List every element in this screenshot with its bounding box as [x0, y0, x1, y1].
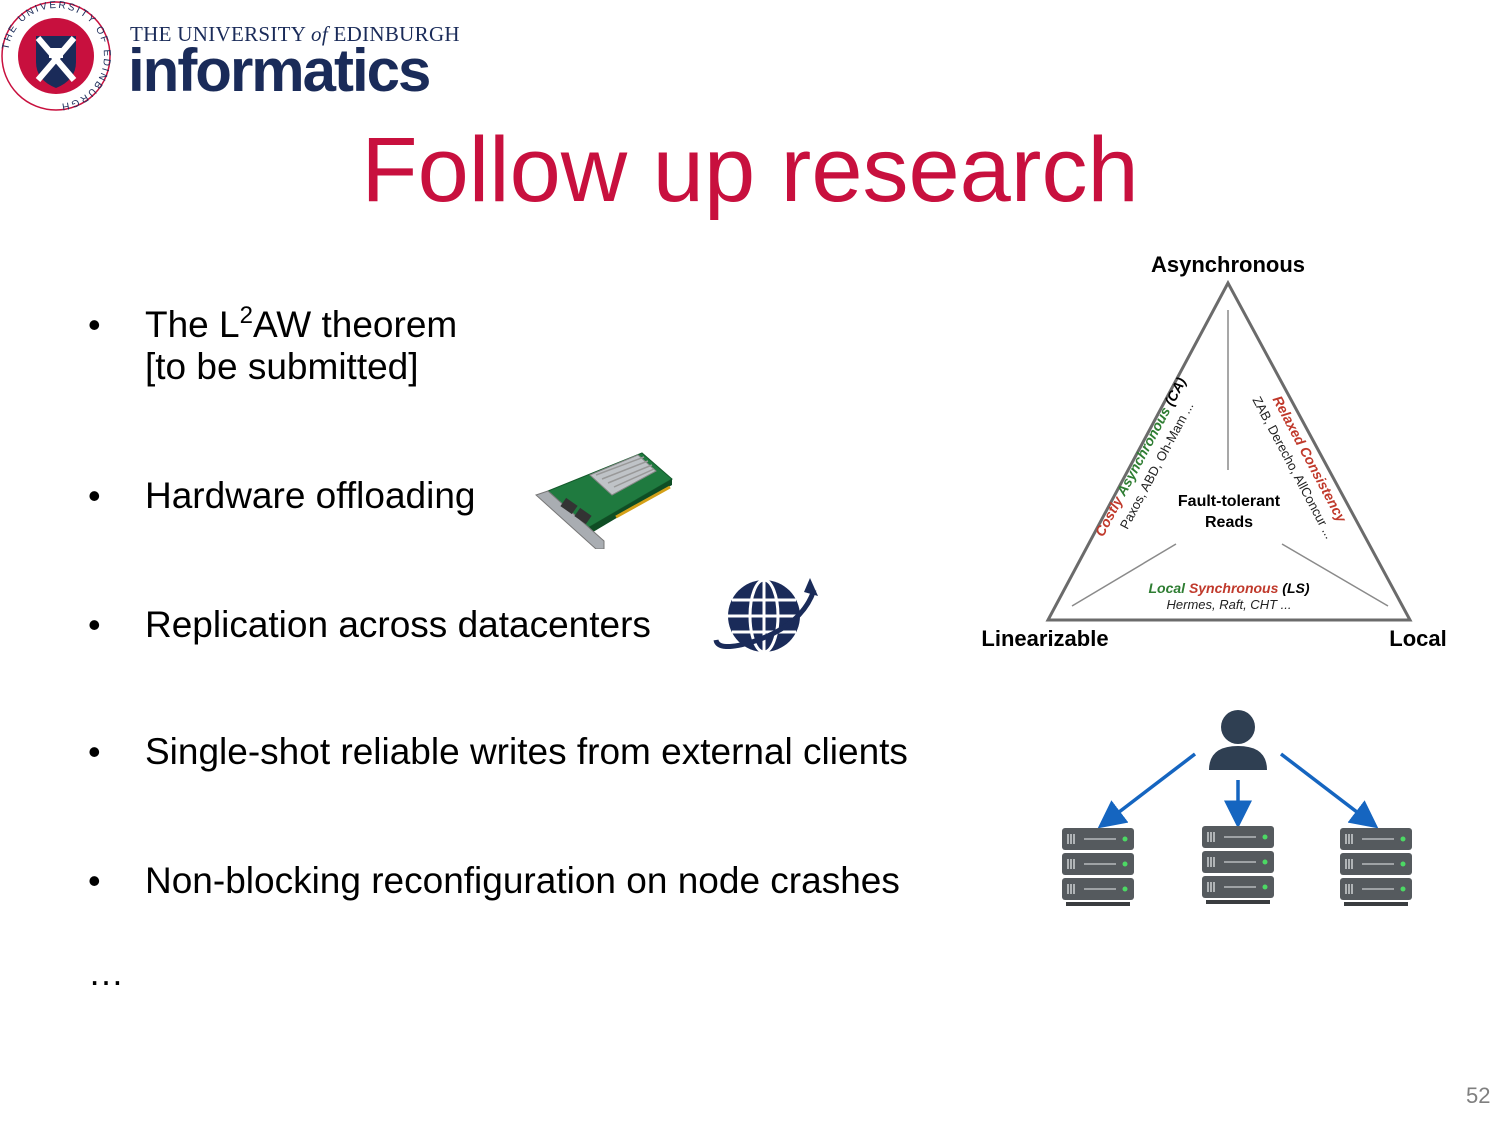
bullet-marker: •	[88, 604, 101, 645]
bullet-item-l2aw: The L2AW theorem[to be submitted]	[145, 302, 458, 388]
bullet-marker: •	[88, 304, 101, 345]
write-arrow	[1279, 752, 1379, 829]
bullet-item-replication: Replication across datacenters	[145, 604, 651, 645]
department-name: informatics	[128, 37, 431, 104]
write-arrow	[1097, 752, 1197, 829]
server-rack-icon	[1201, 825, 1275, 905]
bullet-marker: •	[88, 731, 101, 772]
divider-line	[1071, 543, 1177, 607]
corner-label-right: Local	[1389, 626, 1446, 651]
bottom-edge-label: Local Synchronous (LS)	[1148, 580, 1309, 596]
bullet-marker: •	[88, 475, 101, 516]
consistency-triangle-diagram: Asynchronous Linearizable Local Fault-to…	[981, 252, 1446, 651]
user-icon	[1209, 710, 1267, 770]
bullet-item-single-shot: Single-shot reliable writes from externa…	[145, 731, 908, 772]
server-rack-icon	[1061, 827, 1135, 907]
center-label-line1: Fault-tolerant	[1178, 493, 1281, 510]
server-rack-icon	[1339, 827, 1413, 907]
university-name: THE UNIVERSITY of EDINBURGH	[130, 22, 460, 46]
page-number: 52	[1466, 1083, 1491, 1108]
triangle-outline	[1045, 279, 1413, 622]
more-items-ellipsis: …	[88, 952, 124, 993]
center-label-line2: Reads	[1205, 514, 1253, 531]
bullet-marker: •	[88, 860, 101, 901]
corner-label-left: Linearizable	[981, 626, 1108, 651]
client-server-diagram	[1061, 710, 1413, 907]
network-card-icon	[535, 452, 673, 549]
bottom-edge-examples: Hermes, Raft, CHT ...	[1167, 597, 1292, 612]
university-seal-logo: THE UNIVERSITY OF EDINBURGH	[0, 0, 111, 112]
bullet-item-hardware: Hardware offloading	[145, 475, 476, 516]
left-edge-label: Costly Asynchronous (CA)	[1092, 374, 1190, 539]
globe-icon	[713, 578, 818, 654]
corner-label-top: Asynchronous	[1151, 252, 1305, 277]
divider-line	[1281, 543, 1389, 607]
bullet-item-reconfiguration: Non-blocking reconfiguration on node cra…	[145, 860, 900, 901]
slide-title: Follow up research	[361, 119, 1139, 221]
